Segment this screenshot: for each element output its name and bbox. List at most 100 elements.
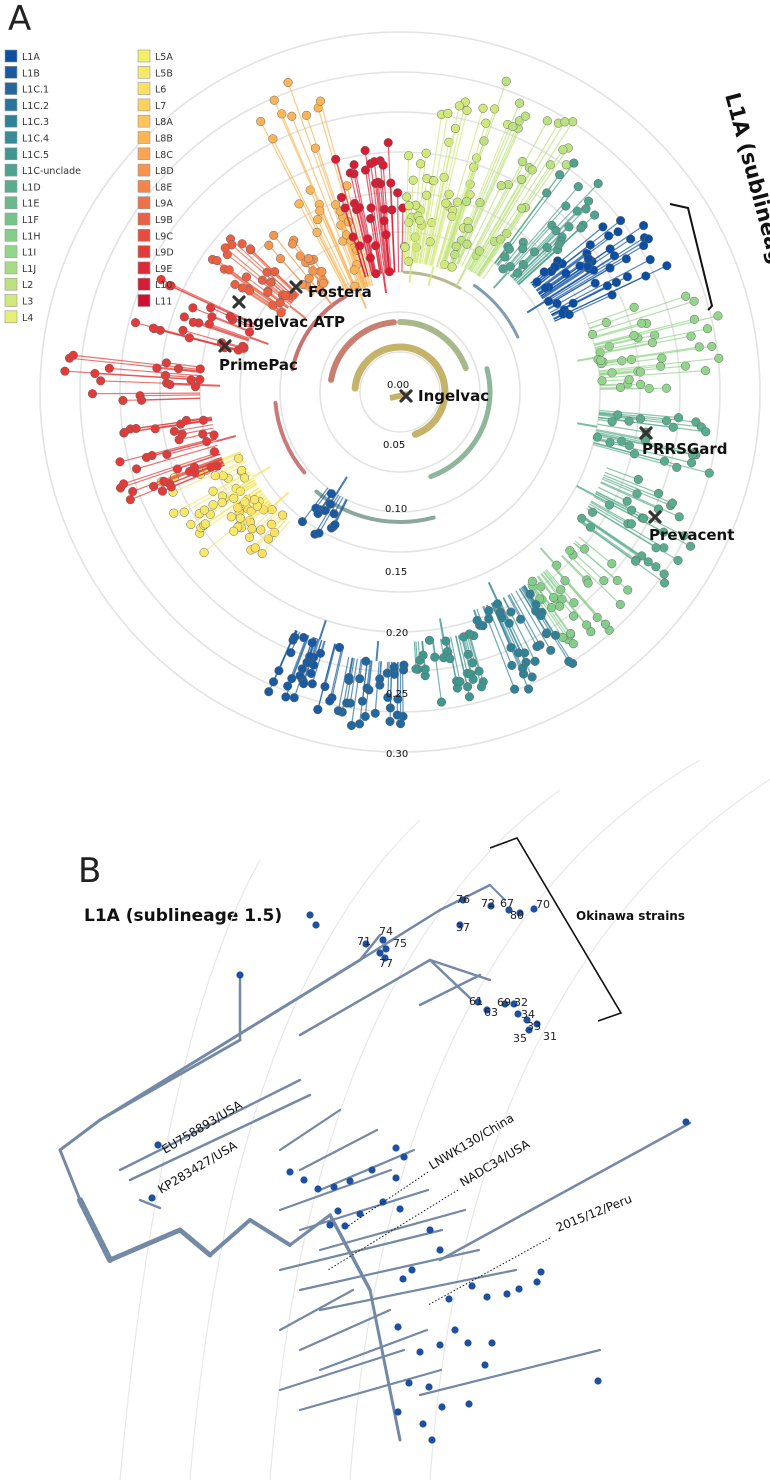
tip-node xyxy=(357,696,367,706)
tree-branch xyxy=(503,248,524,271)
tip-node xyxy=(478,103,488,113)
tree-branch xyxy=(509,183,599,277)
tree-branch xyxy=(351,343,449,438)
tip-node xyxy=(235,513,245,523)
tree-branch xyxy=(58,1118,102,1152)
tip-node xyxy=(381,954,389,962)
tip-node xyxy=(408,1266,416,1274)
tip-node xyxy=(331,154,341,164)
tree-branch xyxy=(177,1227,213,1258)
tip-node xyxy=(659,543,669,553)
tree-branch xyxy=(366,660,371,689)
legend-label: L1C.5 xyxy=(22,150,49,161)
tip-node xyxy=(633,474,643,485)
x-mark-icon xyxy=(399,389,413,403)
tree-branch xyxy=(361,659,369,702)
tree-branch xyxy=(353,173,376,275)
tree-branch xyxy=(324,643,337,687)
tip-node xyxy=(132,464,142,474)
tip-node xyxy=(169,426,179,436)
tip-node xyxy=(599,576,609,586)
legend-swatch xyxy=(137,114,151,128)
tip-node xyxy=(199,505,209,515)
tip-node xyxy=(184,333,194,343)
tip-node xyxy=(639,241,649,251)
tip-node xyxy=(572,206,582,216)
tip-node xyxy=(560,117,570,127)
legend-label: L9B xyxy=(155,215,173,226)
tip-number: 33 xyxy=(527,1020,541,1033)
legend-swatch xyxy=(4,66,18,79)
tree-branch xyxy=(358,933,382,962)
tip-node xyxy=(520,111,531,121)
tree-branch xyxy=(580,516,665,575)
tip-node xyxy=(392,710,402,720)
tree-branch xyxy=(298,1188,430,1232)
tree-branch xyxy=(240,502,272,529)
legend-swatch xyxy=(137,131,151,144)
tree-branch xyxy=(319,210,357,292)
legend-item: L8B xyxy=(137,131,173,145)
legend-swatch xyxy=(4,147,18,161)
tip-node xyxy=(159,476,169,486)
tree-branch xyxy=(516,243,560,284)
tree-branch xyxy=(590,501,629,525)
tip-node xyxy=(586,627,596,637)
tip-node xyxy=(624,441,634,451)
tip-node xyxy=(533,1020,541,1028)
tip-node xyxy=(564,656,574,666)
tree-branch xyxy=(289,305,307,319)
tree-branch xyxy=(526,301,545,314)
tree-branch xyxy=(589,295,686,330)
vaccine-prrsgard: PRRSGard xyxy=(639,426,727,458)
tree-branch xyxy=(455,267,467,287)
tip-node xyxy=(320,506,330,516)
tree-branch xyxy=(273,99,358,292)
tip-node xyxy=(346,720,357,731)
tip-node xyxy=(636,379,646,389)
tree-branch xyxy=(335,476,348,495)
tip-node xyxy=(220,243,230,253)
tip-node xyxy=(275,254,285,264)
tree-branch xyxy=(405,205,410,263)
tree-branch xyxy=(478,207,526,277)
legend-swatch xyxy=(4,196,18,209)
tip-node xyxy=(287,239,298,249)
legend-item: L9A xyxy=(137,196,173,210)
tip-node xyxy=(333,706,343,716)
tip-node xyxy=(160,370,171,380)
legend-swatch xyxy=(4,114,18,128)
tree-branch xyxy=(515,236,563,282)
legend-swatch xyxy=(137,98,151,112)
tip-node xyxy=(125,495,135,505)
tip-node xyxy=(179,507,189,517)
tree-branch xyxy=(418,1348,602,1397)
tip-node xyxy=(408,175,418,185)
tree-branch xyxy=(136,444,218,470)
tip-node xyxy=(661,383,672,393)
tip-node xyxy=(245,244,255,254)
tree-branch xyxy=(596,490,685,537)
legend-item: L1J xyxy=(4,261,36,275)
tree-branch xyxy=(578,519,637,561)
tree-branch xyxy=(204,479,255,511)
legend-swatch xyxy=(4,229,18,242)
legend-label: L1I xyxy=(22,248,36,259)
tree-branch xyxy=(160,278,256,325)
legend-swatch xyxy=(137,147,151,161)
tip-node xyxy=(419,1420,427,1428)
tree-branch xyxy=(457,634,469,674)
tree-branch xyxy=(600,482,659,510)
tip-node xyxy=(590,210,600,220)
tip-node xyxy=(405,1379,413,1387)
tree-branch xyxy=(122,397,201,402)
tip-node xyxy=(315,96,325,106)
tip-node xyxy=(404,201,414,211)
tree-branch xyxy=(545,569,575,604)
tip-node xyxy=(530,905,538,913)
tip-node xyxy=(394,1323,402,1331)
tip-node xyxy=(564,222,574,232)
tip-node xyxy=(568,117,578,127)
tip-node xyxy=(503,1290,511,1298)
legend-label: L6 xyxy=(155,85,166,96)
